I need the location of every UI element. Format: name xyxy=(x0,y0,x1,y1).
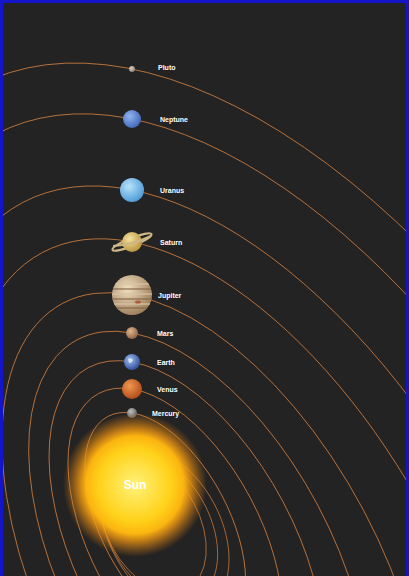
planet: Uranus xyxy=(120,176,186,204)
sun-circle: Sun xyxy=(63,413,207,557)
planet-name: Pluto xyxy=(158,64,176,71)
orbit-line xyxy=(3,3,406,576)
orbit-line xyxy=(3,3,406,576)
planet: Saturn xyxy=(110,230,184,254)
planet: Jupiter xyxy=(112,273,183,317)
planet: Earth xyxy=(124,352,177,372)
planet-name: Saturn xyxy=(160,239,182,246)
planet-name: Jupiter xyxy=(158,292,181,299)
planet: Pluto xyxy=(129,64,178,74)
orbit-line xyxy=(3,80,406,576)
orbit-line xyxy=(24,354,328,576)
planet-name: Mars xyxy=(157,330,173,337)
space-background: PlutoNeptuneUranusSaturnJupiterMarsEarth… xyxy=(3,3,406,576)
orbit-line xyxy=(3,277,406,576)
sun-name: Sun xyxy=(124,479,147,491)
planet: Neptune xyxy=(123,108,190,130)
planet-name: Earth xyxy=(157,359,175,366)
planet-name: Uranus xyxy=(160,187,184,194)
planet-name: Neptune xyxy=(160,116,188,123)
orbit-line xyxy=(3,151,406,576)
planet: Mars xyxy=(126,325,175,341)
orbit-line xyxy=(52,387,279,576)
planet: Venus xyxy=(122,377,180,401)
orbit-line xyxy=(3,224,406,576)
planet-name: Mercury xyxy=(152,410,179,417)
planet-name: Venus xyxy=(157,386,178,393)
